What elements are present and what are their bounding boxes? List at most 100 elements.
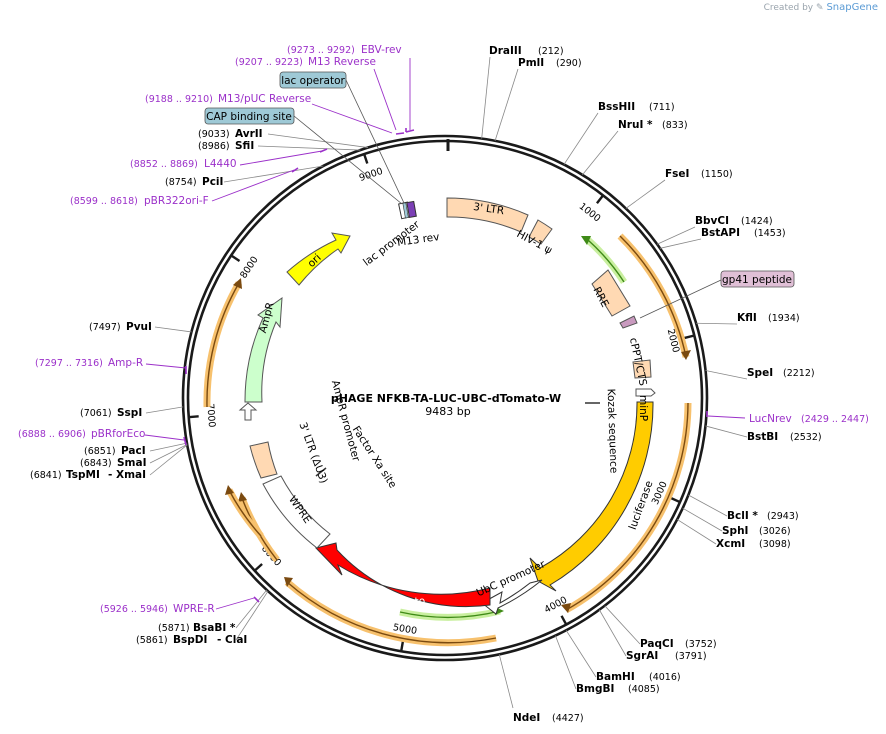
tick-label-7000: 7000: [204, 403, 217, 428]
site-bspdi-name: BspDI: [173, 634, 207, 646]
site-fsei-name: FseI: [665, 168, 689, 180]
site-tspmi-name: TspMI: [66, 469, 100, 481]
tick-mark-5000: [400, 641, 405, 651]
orf-arcs: [203, 233, 692, 647]
site-pcii-name: PciI: [202, 176, 223, 188]
site-xmai-name: - XmaI: [108, 469, 146, 481]
site-leader-xcmi: [676, 519, 717, 545]
site-pvui-name: PvuI: [126, 321, 152, 333]
site-ndei-pos: (4427): [552, 713, 584, 724]
credit-line: Created by ✎ SnapGene: [764, 2, 878, 13]
snapgene-logo-icon: ✎: [816, 3, 824, 13]
primer-amp-r-name: Amp-R: [108, 357, 143, 369]
label-3-ltr-du3: 3' LTR (ΔU3): [296, 421, 329, 485]
site-bstbi-name: BstBI: [747, 431, 778, 443]
site-bcli-name: BclI *: [727, 510, 758, 522]
credit-brand: SnapGene: [826, 2, 878, 13]
primer-wpre-r-name: WPRE-R: [173, 603, 215, 615]
site-leader-pmli: [494, 68, 519, 141]
site-leader-sphi: [682, 507, 723, 532]
primer-lucnrev-name: LucNrev: [749, 413, 792, 425]
feature-m13-rev: [406, 200, 417, 218]
orf-arc-6-head: [233, 278, 242, 289]
tick-mark-7000: [189, 415, 199, 419]
primer-l4440-name: L4440: [204, 158, 237, 170]
orf-arc-4-head: [238, 492, 247, 502]
site-ndei-name: NdeI: [513, 712, 540, 724]
site-leader-pvui: [154, 326, 192, 333]
site-xcmi-name: XcmI: [716, 538, 745, 550]
site-bbvci-name: BbvCI: [695, 215, 729, 227]
primer-amp-r-range: (7297 .. 7316): [35, 358, 103, 369]
site-sphi-pos: (3026): [759, 526, 791, 537]
site-bsshii-pos: (711): [649, 102, 675, 113]
label-3-ltr: 3' LTR: [472, 201, 504, 217]
site-nrui-name: NruI *: [618, 119, 653, 131]
label-tdtomato: tdTomato: [376, 595, 426, 610]
site-leader-kfli: [696, 322, 738, 325]
primer-l4440-range: (8852 .. 8869): [130, 159, 198, 170]
site-leader-sgrai: [598, 609, 627, 657]
primer-leaders: [144, 58, 746, 610]
tick-mark-8000: [231, 254, 241, 262]
tick-label-1000: 1000: [577, 201, 603, 225]
site-leader-tspmi: [149, 444, 188, 476]
site-nrui-pos: (833): [662, 120, 688, 131]
site-pcii-pos: (8754): [165, 177, 197, 188]
site-bsshii-name: BssHII: [598, 101, 635, 113]
features: [238, 197, 656, 615]
site-leader-sspi: [145, 406, 184, 414]
site-leader-bspdi: [235, 590, 269, 641]
primer-mark-m13: [395, 132, 405, 135]
feature-3-ltr-du3: [249, 441, 278, 479]
feature-hiv-psi: [528, 219, 553, 245]
site-leader-bmgbi: [555, 635, 577, 690]
site-paqci-name: PaqCI: [640, 638, 674, 650]
site-leader-bamhi: [565, 630, 597, 678]
feature-ampr-promoter: [238, 402, 258, 421]
site-fsei-pos: (1150): [701, 169, 733, 180]
site-leader-fsei: [625, 179, 666, 209]
site-avrii-pos: (9033): [198, 129, 230, 140]
feature-ubc-promoter: [481, 579, 543, 615]
site-bcli-pos: (2943): [767, 511, 799, 522]
tick-label-5000: 5000: [392, 622, 418, 637]
site-sspi-pos: (7061): [80, 408, 112, 419]
label-boxes: lac operator CAP binding site gp41 pepti…: [204, 71, 795, 288]
site-bmgbi-name: BmgBI: [576, 683, 614, 695]
backbone-inner-ring: [186, 139, 704, 657]
site-leader-bsabi: [235, 589, 268, 629]
site-leader-paqci: [604, 605, 641, 645]
feature-ampr: [244, 296, 283, 403]
site-leader-spei: [705, 370, 748, 380]
primer-pbr322ori-range: (8599 .. 8618): [70, 196, 138, 207]
primer-ebv-rev-name: EBV-rev: [361, 44, 402, 56]
orf-arc-2-head: [561, 603, 571, 613]
site-leader-draiii: [481, 56, 491, 139]
orf-arc-3-head: [284, 577, 293, 587]
site-leader-bsshii: [563, 112, 599, 165]
green-orf-arcs: [399, 236, 627, 621]
credit-prefix: Created by: [763, 3, 814, 13]
box-leaders: [293, 79, 722, 319]
site-pmli-pos: (290): [556, 58, 582, 69]
box-cap-binding-text: CAP binding site: [206, 111, 292, 123]
site-leader-nrui: [582, 130, 619, 176]
site-paqci-pos: (3752): [685, 639, 717, 650]
site-xcmi-pos: (3098): [759, 539, 791, 550]
site-leaders: [145, 56, 748, 709]
site-tspmi-pos: (6841): [30, 470, 62, 481]
primer-mark-wpre: [253, 596, 260, 603]
site-sphi-name: SphI: [722, 525, 748, 537]
box-gp41-text: gp41 peptide: [722, 274, 792, 286]
site-kfli-pos: (1934): [768, 313, 800, 324]
feature-wpre: [262, 475, 331, 549]
feature-cpptcts: [632, 359, 652, 379]
site-pacI-pos: (6851): [84, 446, 116, 457]
site-bstbi-pos: (2532): [790, 432, 822, 443]
feature-ori: [286, 232, 351, 286]
feature-gp41-mark: [619, 315, 638, 329]
site-kfli-name: KflI: [737, 312, 757, 324]
site-clai-name: - ClaI: [217, 634, 247, 646]
site-leader-bstbi: [705, 425, 748, 438]
